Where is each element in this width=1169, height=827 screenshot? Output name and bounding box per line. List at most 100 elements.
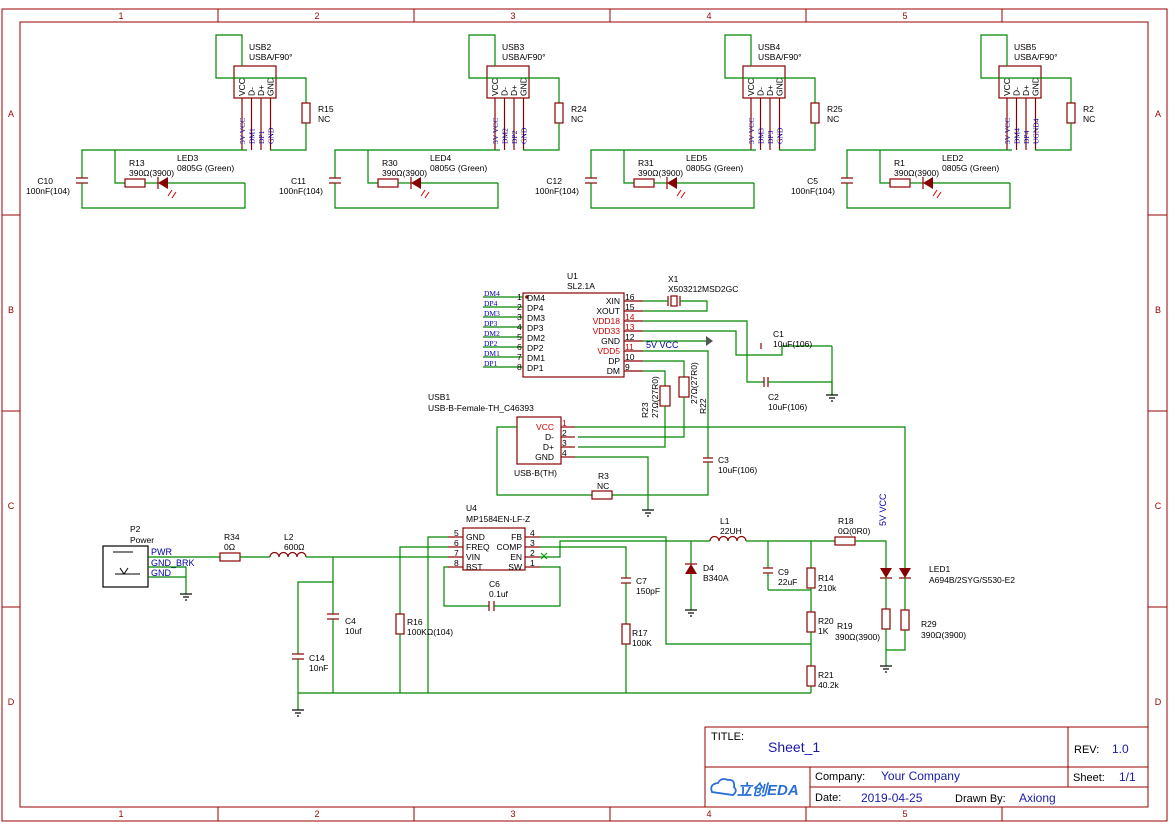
row-label: B <box>8 305 14 315</box>
u1-pin-name: XOUT <box>596 306 620 316</box>
l1-value: 22UH <box>720 526 742 536</box>
row-label: A <box>1155 109 1161 119</box>
row-label: A <box>8 109 14 119</box>
column-label: 4 <box>706 809 711 819</box>
u1-pin-name: DP <box>608 356 620 366</box>
column-label: 3 <box>510 11 515 21</box>
p2-pin-gndbrk: GND_BRK <box>151 558 195 568</box>
usb-pin-label: D+ <box>509 85 519 96</box>
u4-pin-name: VIN <box>466 552 480 562</box>
usb-net-label: GND <box>267 127 276 144</box>
res-ref: R25 <box>827 104 843 114</box>
led-icon <box>923 177 933 189</box>
res-ref: R15 <box>318 104 334 114</box>
ground-symbol <box>826 394 838 402</box>
u1-ref: U1 <box>567 271 578 281</box>
r18-value: 0Ω(0R0) <box>838 526 871 536</box>
p2-value: Power <box>130 535 154 545</box>
c3-value: 10uF(106) <box>718 465 757 475</box>
cap-value: 100nF(104) <box>279 186 323 196</box>
company-value: Your Company <box>881 769 960 783</box>
u4-pin-num: 1 <box>530 558 535 568</box>
usb-pin-label: D- <box>247 87 257 96</box>
c14-ref: C14 <box>309 653 325 663</box>
x1-crystal: X1 X503212MSD2GC <box>643 274 738 312</box>
usb-body <box>486 65 530 99</box>
r3-resistor <box>591 490 613 500</box>
u4-pin-name: FB <box>511 532 522 542</box>
ground-symbol <box>880 665 892 673</box>
r16-ref: R16 <box>407 617 423 627</box>
nc-resistor <box>554 102 564 124</box>
l2-inductor <box>269 551 307 558</box>
r34-resistor <box>219 552 241 562</box>
column-label: 5 <box>902 11 907 21</box>
column-label: 1 <box>118 11 123 21</box>
u4-pin-name: EN <box>510 552 522 562</box>
r18-resistor <box>834 536 856 546</box>
usb-pin-label: VCC <box>490 78 500 96</box>
ground-symbol <box>180 593 192 601</box>
usb-body <box>742 65 786 99</box>
c9-ref: C9 <box>778 567 789 577</box>
led1-value: A694B/2SYG/S530-E2 <box>929 575 1015 585</box>
r19-resistor <box>881 608 891 630</box>
usb-net-label: DM2 <box>501 128 510 144</box>
u4-pin-num: 8 <box>454 558 459 568</box>
usb-pin-label: D- <box>1012 87 1022 96</box>
date-value: 2019-04-25 <box>861 791 923 805</box>
res-ref: R2 <box>1083 104 1094 114</box>
r22-ref: R22 <box>698 398 708 414</box>
usb-ref: USB2 <box>249 42 271 52</box>
u1-pin-num: 8 <box>517 362 522 372</box>
c9-value: 22uF <box>778 577 797 587</box>
res-value: NC <box>827 114 839 124</box>
led1-b-icon <box>899 568 911 578</box>
usb-net-label: DM3 <box>757 128 766 144</box>
power-section: P2 Power PWR GND_BRK GND R34 0Ω L2 600Ω … <box>102 493 1015 717</box>
led-resistor <box>377 178 399 188</box>
u1-pin-num: 10 <box>625 352 635 362</box>
cloud-logo-icon <box>710 778 737 796</box>
usb1-ref: USB1 <box>428 392 450 402</box>
cap-ref: C5 <box>807 176 818 186</box>
res-ref: R24 <box>571 104 587 114</box>
usb-pin-label: D+ <box>1021 85 1031 96</box>
u1-net-label: DP4 <box>484 299 498 308</box>
u4-pin-name: SW <box>508 562 522 572</box>
u1-pin-name: VDD33 <box>593 326 621 336</box>
u4-pin-name: COMP <box>497 542 523 552</box>
row-label: D <box>1155 697 1162 707</box>
led-value: 0805G (Green) <box>177 163 234 173</box>
u1-pin-num: 16 <box>625 292 635 302</box>
u1-pin-num: 7 <box>517 352 522 362</box>
r-ref: R31 <box>638 158 654 168</box>
vdd-capacitors: C1 10uF(106) C2 10uF(106) <box>643 320 838 412</box>
u1-pin-num: 12 <box>625 332 635 342</box>
u1-net-label: DP2 <box>484 339 498 348</box>
usb1-pin-name: GND <box>535 452 554 462</box>
led-icon <box>667 177 677 189</box>
drawn-label: Drawn By: <box>955 793 1006 805</box>
u1-pin-num: 13 <box>625 322 635 332</box>
usb-pin-label: VCC <box>746 78 756 96</box>
led-ref: LED2 <box>942 153 964 163</box>
r-value: 390Ω(3900) <box>382 168 427 178</box>
drawn-value: Axiong <box>1019 791 1056 805</box>
cap-ref: C11 <box>291 176 306 186</box>
u1-pin-num: 2 <box>517 302 522 312</box>
c7-value: 150pF <box>636 586 660 596</box>
r-ref: R1 <box>894 158 905 168</box>
column-label: 3 <box>510 809 515 819</box>
led-ref: LED3 <box>177 153 199 163</box>
usb1-footprint: USB-B(TH) <box>514 468 557 478</box>
cap-value: 100nF(104) <box>535 186 579 196</box>
u1-pin-num: 5 <box>517 332 522 342</box>
u4-pin-name: BST <box>466 562 483 572</box>
usb-value: USBA/F90° <box>249 52 293 62</box>
rev-label: REV: <box>1074 744 1099 756</box>
led-resistor <box>124 178 146 188</box>
usb-pin-label: D- <box>756 87 766 96</box>
